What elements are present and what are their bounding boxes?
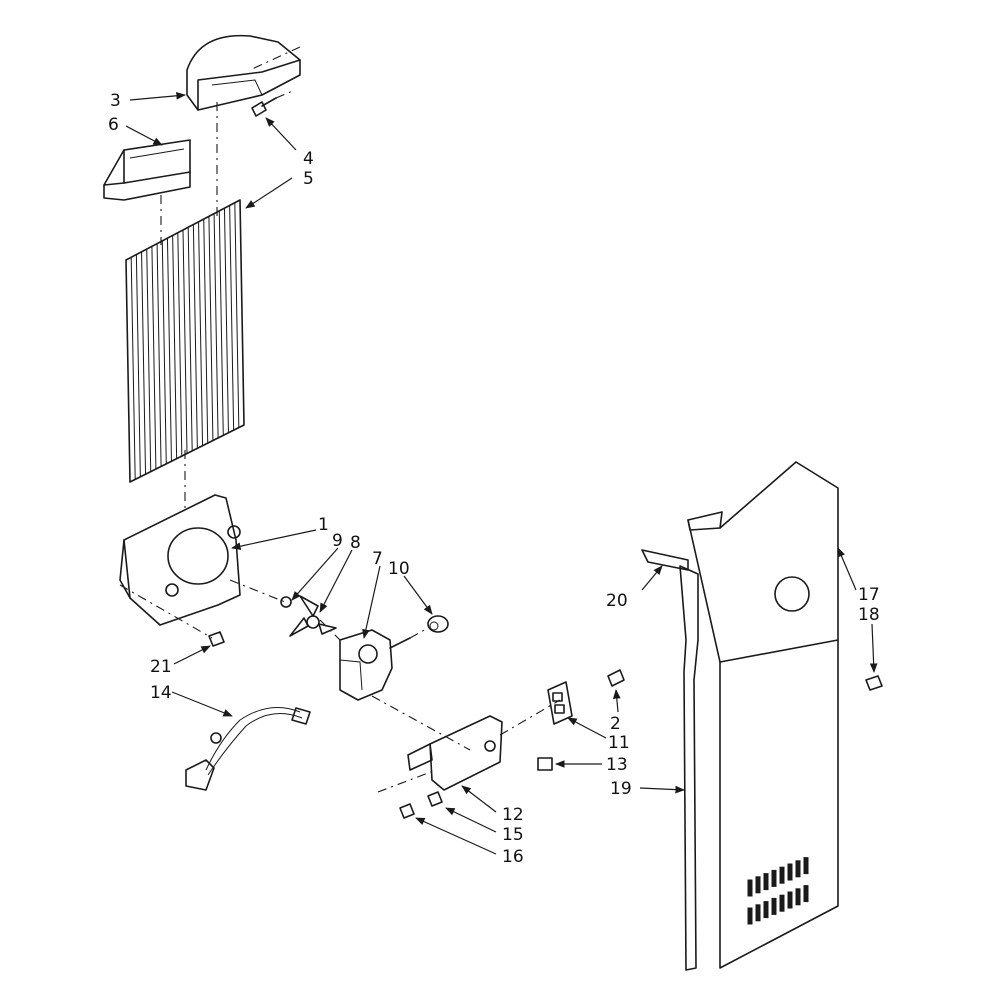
callout-9: 9 xyxy=(332,531,343,551)
vent-slot xyxy=(771,869,777,887)
callout-19: 19 xyxy=(610,779,632,799)
callout-12: 12 xyxy=(502,805,524,825)
part-1-fan-shroud xyxy=(119,494,241,639)
leader-lines xyxy=(125,91,878,855)
part-9-nut xyxy=(280,596,292,608)
vent-slot xyxy=(779,894,785,912)
part-21-screw xyxy=(208,631,225,647)
callout-3: 3 xyxy=(110,91,121,111)
callout-2: 2 xyxy=(610,714,621,734)
part-11-terminal-block xyxy=(547,681,573,725)
part-4-screw xyxy=(251,89,296,117)
part-19-divider-panel xyxy=(679,565,699,971)
vent-slot xyxy=(779,866,785,884)
evaporator-fin-line xyxy=(182,229,188,454)
part-2-screw xyxy=(607,669,625,687)
callout-17: 17 xyxy=(858,585,880,605)
evaporator-fin-line xyxy=(187,227,193,451)
vent-slot xyxy=(763,873,769,891)
evaporator-fin-line xyxy=(198,221,204,446)
vent-slot xyxy=(755,904,761,922)
callout-6: 6 xyxy=(108,115,119,135)
evaporator-fin-line xyxy=(146,249,152,472)
callout-1: 1 xyxy=(318,515,329,535)
part-6-trim-piece xyxy=(103,139,191,201)
vent-slot xyxy=(803,885,809,903)
evaporator-fin-line xyxy=(234,202,240,428)
vent-slot xyxy=(747,907,753,925)
evaporator-fin-line xyxy=(156,243,162,467)
callout-15: 15 xyxy=(502,825,524,845)
callout-20: 20 xyxy=(606,591,628,611)
part-7-fan-motor xyxy=(319,619,411,701)
callout-11: 11 xyxy=(608,733,630,753)
part-8-fan-blade xyxy=(229,579,337,637)
callout-14: 14 xyxy=(150,683,172,703)
vent-slot xyxy=(755,876,761,894)
vent-slot xyxy=(795,888,801,906)
callout-13: 13 xyxy=(606,755,628,775)
part-13-clip xyxy=(537,757,553,771)
vent-slot xyxy=(787,891,793,909)
evaporator-fin-line xyxy=(166,238,172,462)
callout-16: 16 xyxy=(502,847,524,867)
part-10-grommet xyxy=(409,615,449,639)
callout-8: 8 xyxy=(350,533,361,553)
evaporator-fin-line xyxy=(208,216,214,441)
evaporator-fin-line xyxy=(229,205,235,431)
part-3-top-housing xyxy=(186,34,301,111)
evaporator-fin-line xyxy=(177,232,183,457)
vent-slot xyxy=(747,879,753,897)
evaporator-fin-line xyxy=(223,208,229,433)
part-14-wire-harness xyxy=(185,707,311,791)
evaporator-fin-line xyxy=(172,235,178,459)
evaporator-fin-line xyxy=(130,257,136,480)
evaporator-fin-line xyxy=(151,246,157,470)
vent-slot xyxy=(787,863,793,881)
vent-slot xyxy=(771,897,777,915)
vent-slot xyxy=(795,860,801,878)
evaporator-fin-line xyxy=(218,210,224,436)
part-17-back-panel xyxy=(687,461,839,969)
part-12-motor-bracket xyxy=(377,699,561,793)
evaporator-fin-line xyxy=(203,219,209,444)
evaporator-fin-line xyxy=(161,240,167,464)
callout-18: 18 xyxy=(858,605,880,625)
part-18-screw xyxy=(865,675,883,691)
part-5-evaporator-panel xyxy=(125,199,245,483)
evaporator-fin-line xyxy=(135,254,141,477)
callout-10: 10 xyxy=(388,559,410,579)
evaporator-fin-line xyxy=(213,213,219,438)
part-16-screw xyxy=(399,803,415,819)
callout-5: 5 xyxy=(303,169,314,189)
part-15-screw xyxy=(427,791,443,807)
callout-4: 4 xyxy=(303,149,314,169)
evaporator-fin-line xyxy=(192,224,198,449)
vent-slot xyxy=(763,901,769,919)
callout-21: 21 xyxy=(150,657,172,677)
evaporator-fin-line xyxy=(141,251,147,475)
callout-7: 7 xyxy=(372,549,383,569)
vent-slot xyxy=(803,857,809,875)
callout-labels: 3 6 4 5 1 9 8 7 10 21 14 2 11 13 19 12 1… xyxy=(108,91,880,867)
